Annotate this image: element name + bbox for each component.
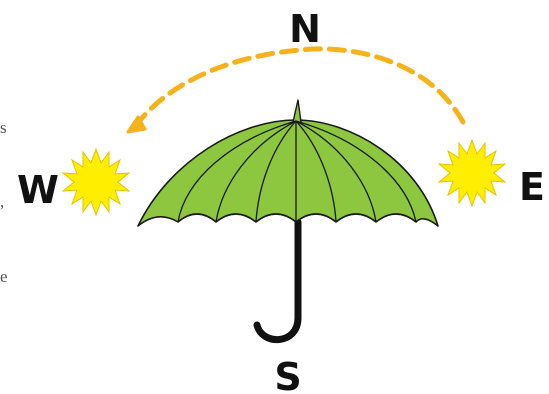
umbrella-icon	[138, 100, 438, 340]
south-label: S	[274, 355, 301, 394]
edge-text-fragment: s	[0, 118, 7, 137]
east-label: E	[519, 165, 545, 209]
west-label: W	[17, 168, 59, 212]
edge-text-fragment: ,	[0, 192, 4, 211]
sun-icon	[63, 149, 129, 215]
edge-text-fragment: e	[0, 267, 8, 286]
north-label: N	[289, 7, 321, 51]
sun-icon	[439, 140, 505, 206]
